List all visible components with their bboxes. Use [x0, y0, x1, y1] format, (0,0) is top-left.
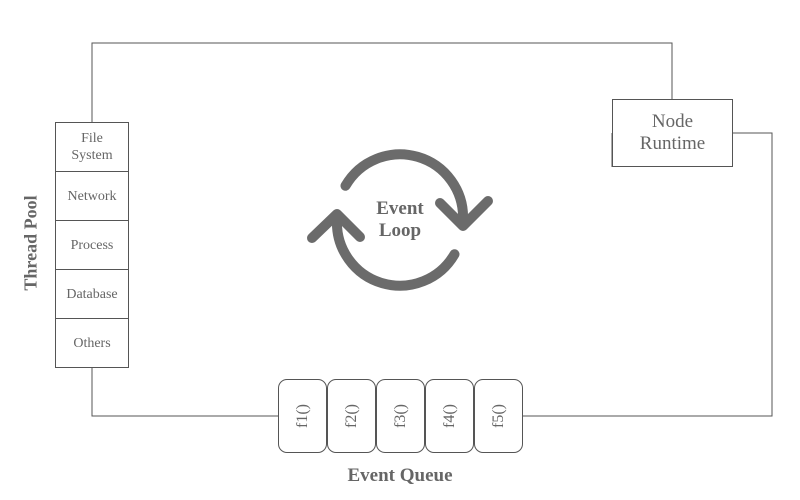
bottom-left-connector-line: [91, 367, 278, 417]
loop-arrowhead-right: [435, 196, 493, 231]
node-runtime-label: Node Runtime: [639, 111, 706, 154]
pool-item-label: Process: [70, 237, 114, 253]
loop-arrow-bottom: [331, 215, 460, 291]
queue-slot-f3: f3(): [376, 379, 425, 453]
pool-item-others: Others: [55, 318, 129, 368]
queue-slot-f2: f2(): [327, 379, 376, 453]
pool-item-file-system: File System: [55, 122, 129, 172]
queue-slot-f4: f4(): [425, 379, 474, 453]
pool-item-network: Network: [55, 171, 129, 221]
queue-slot-f1: f1(): [278, 379, 327, 453]
event-loop-cycle-icon: [307, 149, 493, 291]
pool-item-process: Process: [55, 220, 129, 270]
event-loop-label: Event Loop: [376, 198, 424, 241]
loop-arrowhead-left: [307, 209, 365, 243]
loop-arrow-top: [340, 149, 469, 225]
queue-slot-label: f5(): [489, 404, 507, 428]
right-connector-line: [522, 132, 773, 417]
pool-item-label: File System: [71, 131, 113, 163]
queue-slot-label: f4(): [440, 404, 458, 428]
top-connector-line: [91, 42, 673, 123]
pool-item-label: Database: [66, 286, 118, 302]
pool-item-label: Network: [67, 188, 117, 204]
pool-item-label: Others: [73, 335, 111, 351]
queue-slot-label: f3(): [391, 404, 409, 428]
event-queue-label: Event Queue: [347, 465, 453, 486]
queue-slot-label: f2(): [342, 404, 360, 428]
node-runtime-box: Node Runtime: [612, 99, 733, 167]
queue-slot-label: f1(): [293, 404, 311, 428]
queue-slot-f5: f5(): [474, 379, 523, 453]
pool-item-database: Database: [55, 269, 129, 319]
thread-pool-label: Thread Pool: [20, 195, 41, 291]
